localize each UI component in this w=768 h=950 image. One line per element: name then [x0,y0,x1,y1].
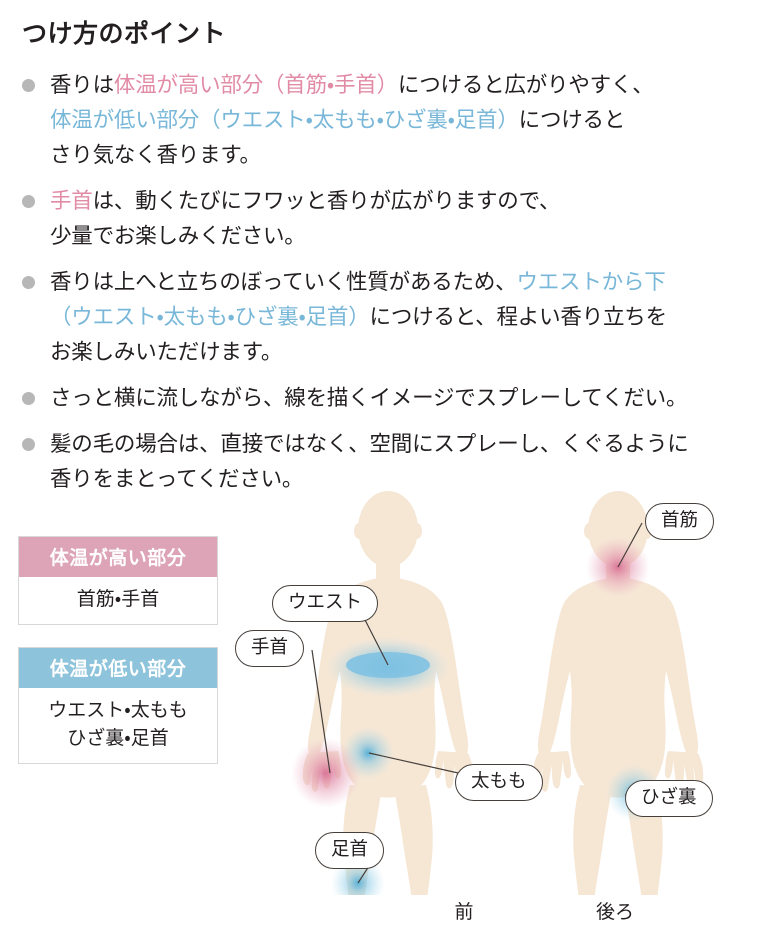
caption-front: 前 [454,902,474,923]
legend-cool-body: ウエスト・太もも ひざ裏・足首 [19,688,217,763]
list-item-text: 髪の毛の場合は、直接ではなく、空間にスプレーし、くぐるように香りをまとってくださ… [50,432,689,491]
list-item: 香りは上へと立ちのぼっていく性質があるため、ウエストから下 （ウエスト・太もも・ひ… [18,265,758,370]
legend-warm-header: 体温が高い部分 [19,537,217,577]
list-item-text: さっと横に流しながら、線を描くイメージでスプレーしてくだい。 [50,386,687,410]
text-segment: は、動くたびにフワッと香りが広がりますので、 [92,189,561,213]
legend-box-cool: 体温が低い部分 ウエスト・太もも ひざ裏・足首 [18,647,218,764]
text-segment: さり気なく香ります。 [50,143,261,167]
list-item-text: 香りは体温が高い部分（首筋・手首）につけると広がりやすく、体温が低い部分（ウエス… [50,73,654,167]
list-item: 髪の毛の場合は、直接ではなく、空間にスプレーし、くぐるように香りをまとってくださ… [18,427,758,497]
text-segment: につけると [518,108,626,132]
page-title: つけ方のポイント [22,20,227,48]
legend-cool-body-line1: ウエスト・太もも [48,700,188,721]
text-segment: につけると広がりやすく、 [397,73,654,97]
text-segment: ウエストから下 [516,270,666,294]
list-item-text: 手首は、動くたびにフワッと香りが広がりますので、少量でお楽しみください。 [50,189,561,248]
text-segment: 体温が高い部分（首筋・手首） [113,73,398,97]
bullet-dot-icon [22,79,35,92]
legend: 体温が高い部分 首筋・手首 体温が低い部分 ウエスト・太もも ひざ裏・足首 [18,536,218,786]
callout-kubisuji[interactable]: 首筋 [645,503,715,540]
list-item: さっと横に流しながら、線を描くイメージでスプレーしてくだい。 [18,381,758,416]
text-segment: 髪の毛の場合は、直接ではなく、空間にスプレーし、くぐるように [50,432,689,456]
bullet-dot-icon [22,438,35,451]
bullet-dot-icon [22,195,35,208]
bullet-dot-icon [22,276,35,289]
list-item: 香りは体温が高い部分（首筋・手首）につけると広がりやすく、体温が低い部分（ウエス… [18,68,758,173]
body-diagram: 首筋 ウエスト 手首 太もも ひざ裏 足首 前 後ろ [230,485,768,950]
callout-uesuto[interactable]: ウエスト [272,585,379,622]
callout-futomomo[interactable]: 太もも [455,764,543,801]
text-segment: 体温が低い部分（ウエスト・太もも・ひざ裏・足首） [50,108,519,132]
text-segment: （ウエスト・太もも・ひざ裏・足首） [50,305,370,329]
text-segment: 手首 [50,189,93,213]
body-diagram-svg [291,491,704,895]
text-segment: につけると、程よい香り立ちを [369,305,668,329]
list-item-text: 香りは上へと立ちのぼっていく性質があるため、ウエストから下 （ウエスト・太もも・ひ… [50,270,667,364]
text-segment: お楽しみいただけます。 [50,340,283,364]
caption-back: 後ろ [595,902,634,923]
bullet-dot-icon [22,392,35,405]
text-segment: さっと横に流しながら、線を描くイメージでスプレーしてくだい。 [50,386,688,410]
callout-hizaura[interactable]: ひざ裏 [625,780,713,817]
text-segment: 少量でお楽しみください。 [50,224,306,248]
callout-ashikubi[interactable]: 足首 [315,832,385,869]
list-item: 手首は、動くたびにフワッと香りが広がりますので、少量でお楽しみください。 [18,184,758,254]
legend-box-warm: 体温が高い部分 首筋・手首 [18,536,218,625]
text-segment: 香りをまとってください。 [50,467,304,491]
points-list: 香りは体温が高い部分（首筋・手首）につけると広がりやすく、体温が低い部分（ウエス… [18,68,758,508]
text-segment: 香りは上へと立ちのぼっていく性質があるため、 [50,270,517,294]
highlight-thigh [342,727,394,779]
text-segment: 香りは [50,73,114,97]
legend-cool-body-line2: ひざ裏・足首 [67,728,169,749]
callout-tekubi[interactable]: 手首 [235,630,305,667]
legend-warm-body: 首筋・手首 [76,589,160,610]
legend-cool-header: 体温が低い部分 [19,648,217,688]
